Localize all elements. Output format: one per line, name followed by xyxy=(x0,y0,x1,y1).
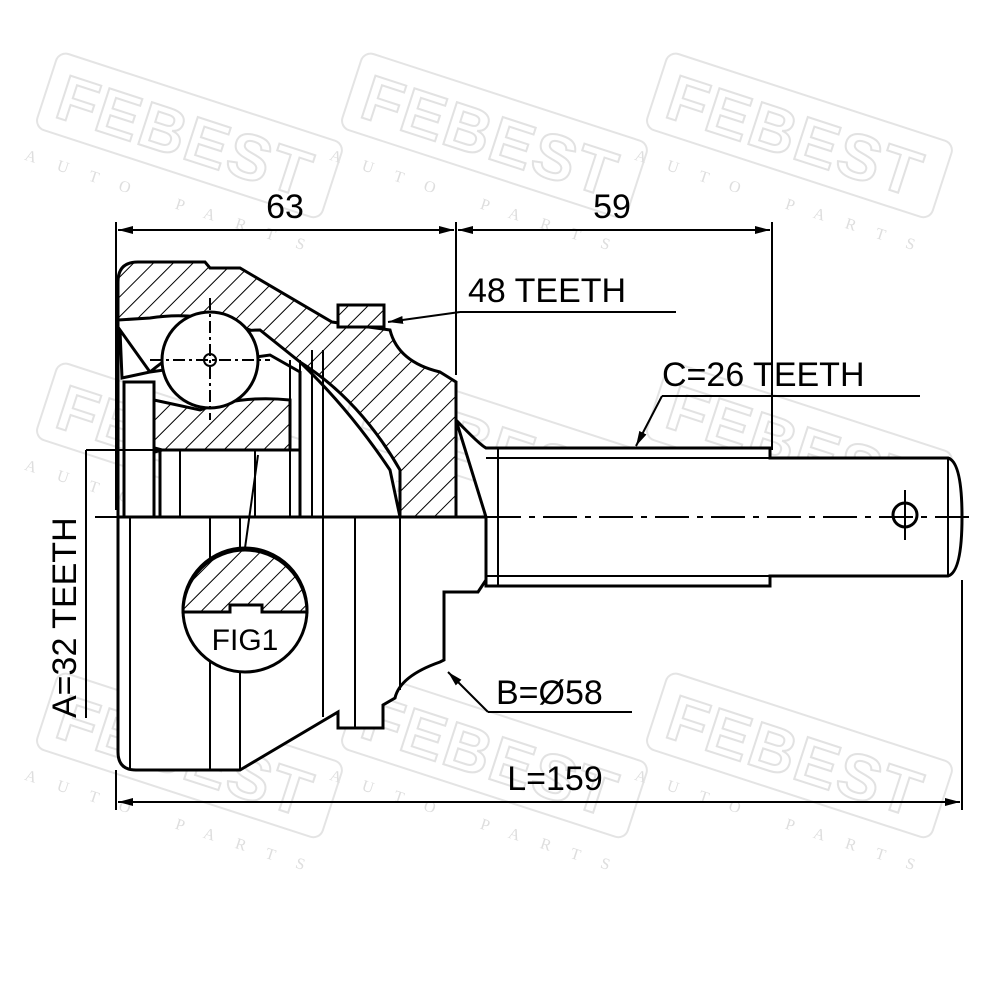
dim-59-label: 59 xyxy=(593,188,631,226)
outer-teeth-detail xyxy=(336,303,386,329)
dim-length-label: L=159 xyxy=(507,760,603,798)
watermark-brand: FEBEST xyxy=(658,61,932,211)
fig1-detail: FIG1 xyxy=(181,454,309,674)
fig1-leader xyxy=(244,454,259,549)
fig1-hatch xyxy=(181,548,309,614)
seat-leader xyxy=(447,671,489,713)
shaft-teeth-label: C=26 TEETH xyxy=(662,356,865,394)
watermark-logo: FEBEST AUTO PARTS xyxy=(633,672,953,881)
outer-teeth-label: 48 TEETH xyxy=(468,272,626,310)
dim-63-label: 63 xyxy=(266,188,304,226)
outer-teeth-leader xyxy=(387,311,461,324)
callouts: 48 TEETH C=26 TEETH B=Ø58 A=32 TEETH xyxy=(46,272,920,718)
watermark-brand: FEBEST xyxy=(353,61,627,211)
dimensions: 63 59 L=159 xyxy=(115,188,963,810)
inner-teeth-label: A=32 TEETH xyxy=(46,517,84,718)
seat-diameter-label: B=Ø58 xyxy=(496,674,603,712)
output-shaft xyxy=(454,418,964,588)
shaft-body xyxy=(454,418,964,588)
fig1-label: FIG1 xyxy=(212,624,279,657)
watermark-brand: FEBEST xyxy=(658,681,932,831)
shaft-teeth-leader xyxy=(635,395,663,447)
